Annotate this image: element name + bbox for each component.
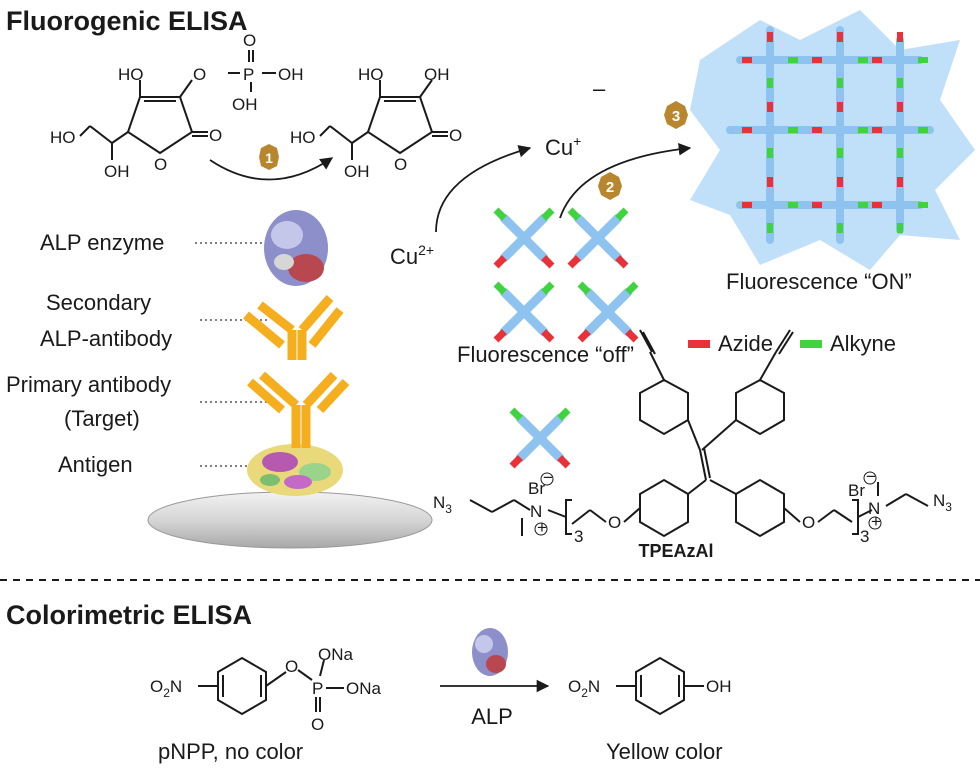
alp-small-protein (472, 628, 508, 676)
label-target: (Target) (64, 406, 140, 431)
label-o: O (243, 31, 256, 50)
svg-text:3: 3 (672, 108, 680, 125)
label-n3-left: N3 (433, 493, 452, 516)
charge-minus-left: − (543, 468, 553, 487)
cu-plus-label: Cu+ (545, 133, 581, 160)
tpe-monomer (509, 407, 571, 469)
alp-enzyme-protein (264, 210, 328, 286)
charge-plus-right: + (871, 512, 881, 531)
network-link-marks (742, 32, 928, 233)
label-ona-right: ONa (346, 679, 382, 698)
title-colorimetric: Colorimetric ELISA (6, 600, 252, 630)
step1-badge: 1 (259, 144, 279, 170)
cu2-plus-label: Cu2+ (390, 242, 434, 269)
fluorescent-network (690, 10, 975, 270)
label-ho: HO (118, 65, 144, 84)
label-o: O (285, 657, 298, 676)
label-oh: OH (278, 65, 304, 84)
antigen-protein (247, 444, 343, 496)
step2-arrow (559, 142, 692, 219)
microplate-well (147, 491, 433, 549)
tpe-monomers (493, 207, 639, 469)
svg-text:2: 2 (606, 179, 614, 196)
tpe-monomer (577, 281, 639, 343)
label-ho: HO (290, 128, 316, 147)
title-fluorogenic: Fluorogenic ELISA (6, 6, 248, 36)
alp-arrow-label: ALP (471, 704, 513, 729)
fluorescence-off-label: Fluorescence “off” (457, 342, 634, 367)
step2-badge: 2 (598, 172, 622, 200)
label-primary-antibody: Primary antibody (6, 372, 171, 397)
label-o2n: O2N (150, 677, 182, 700)
label-oh: OH (232, 95, 258, 114)
legend-alkyne: Alkyne (830, 331, 896, 356)
label-o2n-product: O2N (568, 677, 600, 700)
primary-antibody (247, 371, 350, 448)
fluorescence-on-label: Fluorescence “ON” (726, 269, 912, 294)
pointer-lines (195, 242, 268, 467)
label-o: O (209, 126, 222, 145)
elisa-labels: ALP enzyme Secondary ALP-antibody Primar… (6, 230, 172, 477)
ascorbyl-phosphate-structure: HO O P O OH OH O O HO OH (50, 31, 304, 181)
label-sub3-right: 3 (860, 527, 869, 546)
label-oh: OH (424, 65, 450, 84)
label-antigen: Antigen (58, 452, 133, 477)
pnpp-structure: O2N O P ONa ONa O (150, 645, 382, 734)
molecule-name: TPEAzAl (638, 541, 713, 561)
label-alp-enzyme: ALP enzyme (40, 230, 164, 255)
pnpp-label: pNPP, no color (158, 739, 303, 764)
label-sub3-left: 3 (574, 527, 583, 546)
label-o: O (154, 155, 167, 174)
charge-minus-right: − (866, 467, 876, 486)
tpeazal-structure: O O N3 N3 N N Br Br 3 3 − + − + TPEAzAl (433, 329, 952, 561)
label-p: P (312, 679, 323, 698)
label-ho: HO (50, 128, 76, 147)
step3-badge: 3 (664, 101, 688, 129)
svg-text:1: 1 (265, 150, 273, 166)
minus-mark: – (593, 76, 606, 101)
legend-azide: Azide (718, 331, 773, 356)
cu-reduction-arrow (435, 145, 532, 233)
label-o: O (311, 715, 324, 734)
label-o: O (193, 65, 206, 84)
label-n-right: N (868, 499, 880, 518)
label-o: O (394, 155, 407, 174)
label-p: P (243, 65, 254, 84)
label-secondary: Secondary (46, 290, 151, 315)
label-o: O (802, 513, 815, 532)
label-n-left: N (530, 502, 542, 521)
legend: Azide Alkyne (688, 331, 896, 356)
step1-arrow (209, 157, 334, 181)
ascorbic-acid-structure: HO OH O O HO OH (290, 65, 462, 181)
label-oh: OH (344, 162, 370, 181)
label-o: O (608, 513, 621, 532)
label-br-left: Br (528, 479, 545, 498)
label-oh: OH (104, 162, 130, 181)
label-ho: HO (358, 65, 384, 84)
tpe-monomer (493, 281, 555, 343)
label-n3-right: N3 (933, 491, 952, 514)
tpe-monomer (493, 207, 555, 269)
legend-alkyne-swatch (800, 340, 822, 348)
label-oh: OH (706, 677, 732, 696)
label-ona-top: ONa (318, 645, 354, 664)
label-o: O (449, 126, 462, 145)
label-alp-antibody: ALP-antibody (40, 326, 172, 351)
yellow-color-label: Yellow color (606, 739, 723, 764)
tpe-monomer (567, 207, 629, 269)
label-br-right: Br (848, 481, 865, 500)
legend-azide-swatch (688, 340, 710, 348)
pnp-structure: O2N OH (568, 656, 732, 716)
secondary-alp-antibody (243, 295, 344, 360)
charge-plus-left: + (537, 518, 547, 537)
